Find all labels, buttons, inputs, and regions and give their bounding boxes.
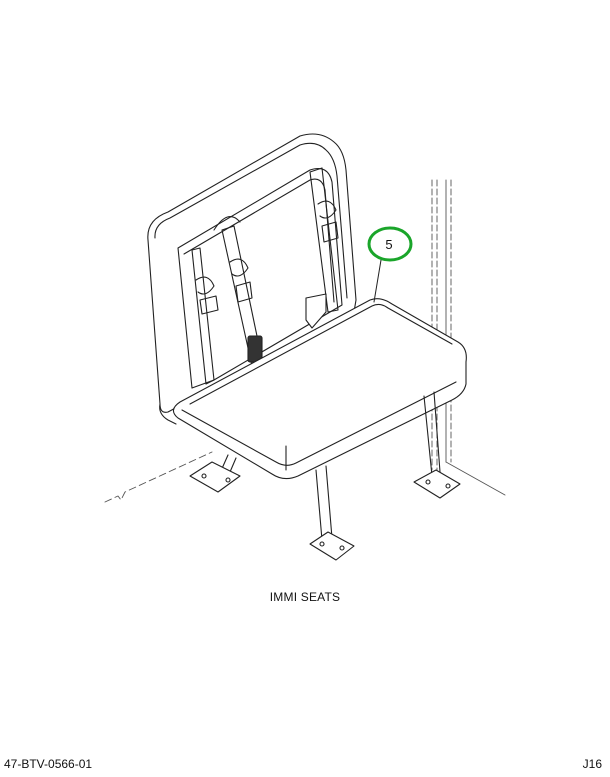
callout-5: 5 — [367, 226, 413, 262]
seat-cushion — [172, 298, 467, 480]
callout-leader — [373, 259, 382, 303]
document-code: 47-BTV-0566-01 — [4, 757, 93, 771]
page-reference: J16 — [582, 757, 602, 771]
callout-number: 5 — [385, 237, 392, 252]
floor-plates — [189, 461, 461, 561]
floor-outline — [104, 451, 213, 503]
callout-ring — [367, 226, 413, 262]
figure-caption: IMMI SEATS — [269, 590, 341, 604]
seat-belts — [191, 167, 339, 385]
wall-outline — [431, 179, 506, 496]
